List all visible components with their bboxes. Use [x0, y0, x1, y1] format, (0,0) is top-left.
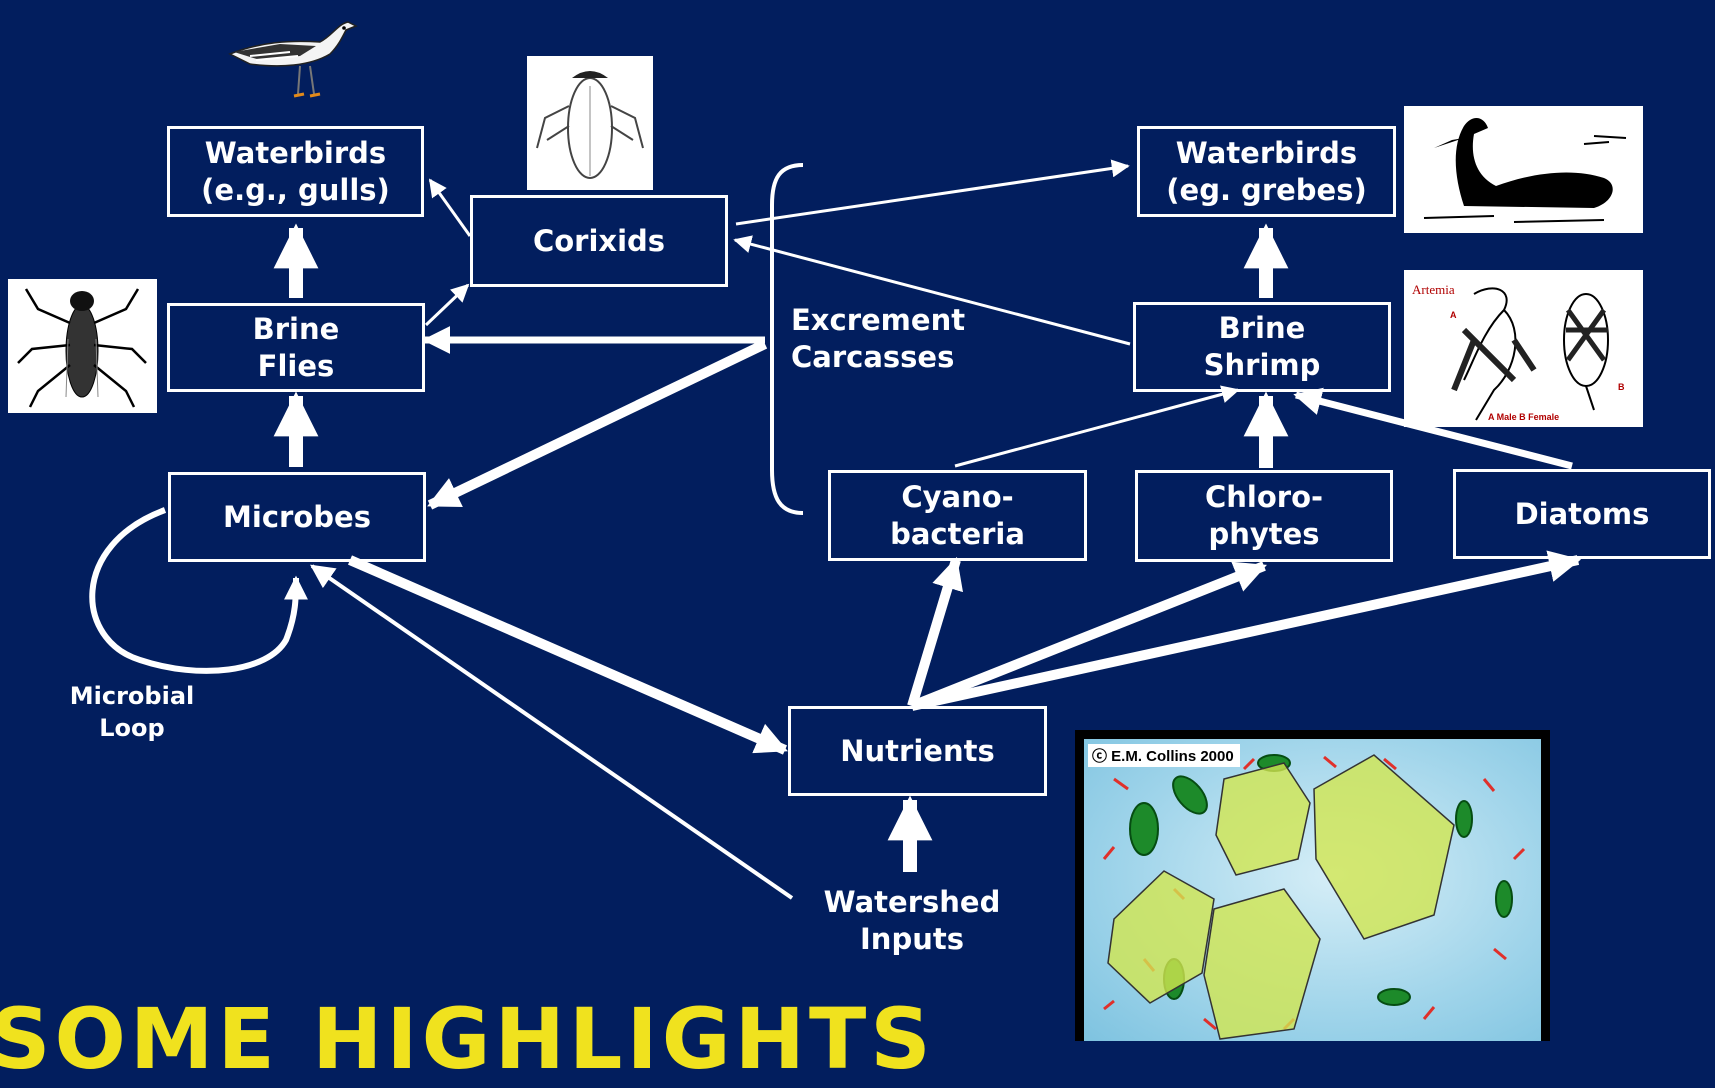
excrement-brace	[770, 163, 804, 515]
cyanobacteria-box: Cyano- bacteria	[828, 470, 1087, 561]
excrement-carcasses-label: Excrement Carcasses	[791, 303, 966, 374]
arrow-corixids-to-grebes	[735, 159, 1130, 226]
corixids-box: Corixids	[470, 195, 728, 287]
waterbirds-gulls-box: Waterbirds (e.g., gulls)	[167, 126, 424, 217]
nutrients-box: Nutrients	[788, 706, 1047, 796]
chlorophytes-box: Chloro- phytes	[1135, 470, 1393, 562]
arrow-watershed-to-microbes	[310, 564, 794, 900]
microbial-loop-arrow	[89, 507, 308, 674]
gull-image	[220, 6, 360, 102]
corixid-image	[527, 56, 653, 190]
artemia-b-label: B	[1618, 382, 1625, 392]
food-web-arrows	[89, 159, 1582, 900]
grebe-image	[1404, 106, 1643, 233]
brine-fly-image	[8, 279, 157, 413]
arrow-nutrients-to-cyano	[907, 556, 964, 708]
arrow-microbes-to-nutrients	[347, 555, 788, 755]
arrow-nutrients-to-chloro	[910, 561, 1267, 711]
arrow-corixids-to-gulls	[428, 178, 472, 237]
microbes-box: Microbes	[168, 472, 426, 562]
artemia-a-label: A	[1450, 310, 1457, 320]
copyright-label: ⓒ E.M. Collins 2000	[1088, 744, 1240, 767]
microorganisms-image: ⓒ E.M. Collins 2000	[1075, 730, 1550, 1041]
artemia-caption: A Male B Female	[1488, 412, 1559, 422]
arrow-flies-to-corixids	[424, 283, 470, 327]
waterbirds-grebes-box: Waterbirds (eg. grebes)	[1137, 126, 1396, 217]
artemia-image: Artemia A B A Male B Female	[1404, 270, 1643, 427]
arrow-shrimp-to-corixids	[733, 235, 1131, 346]
microbial-loop-label: Microbial Loop	[69, 682, 195, 742]
diatoms-box: Diatoms	[1453, 469, 1711, 559]
arrow-detritus-to-microbes	[427, 339, 768, 510]
watershed-inputs-label: Watershed Inputs	[823, 885, 1001, 956]
arrow-diatoms-to-shrimp	[1293, 387, 1573, 470]
arrow-cyano-to-shrimp	[954, 385, 1240, 468]
brine-shrimp-box: Brine Shrimp	[1133, 302, 1391, 392]
headline-text: SOME HIGHLIGHTS	[0, 990, 935, 1088]
brine-flies-box: Brine Flies	[167, 303, 425, 392]
arrow-nutrients-to-diatoms	[910, 550, 1582, 711]
artemia-title: Artemia	[1412, 282, 1455, 297]
